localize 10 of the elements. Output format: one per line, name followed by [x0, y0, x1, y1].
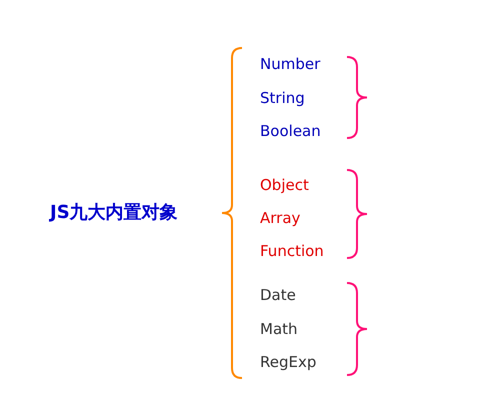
heading-text: JS九大内置对象: [50, 202, 178, 224]
list-item-text: Date: [260, 286, 296, 304]
list-item-text: Number: [260, 55, 320, 73]
list-item-text: String: [260, 89, 305, 107]
list-item-text: Function: [260, 242, 324, 260]
list-item-text: Array: [260, 209, 300, 227]
list-item-text: Math: [260, 320, 298, 338]
list-item-text: RegExp: [260, 353, 316, 371]
list-item-text: Object: [260, 176, 309, 194]
list-item-text: Boolean: [260, 122, 321, 140]
